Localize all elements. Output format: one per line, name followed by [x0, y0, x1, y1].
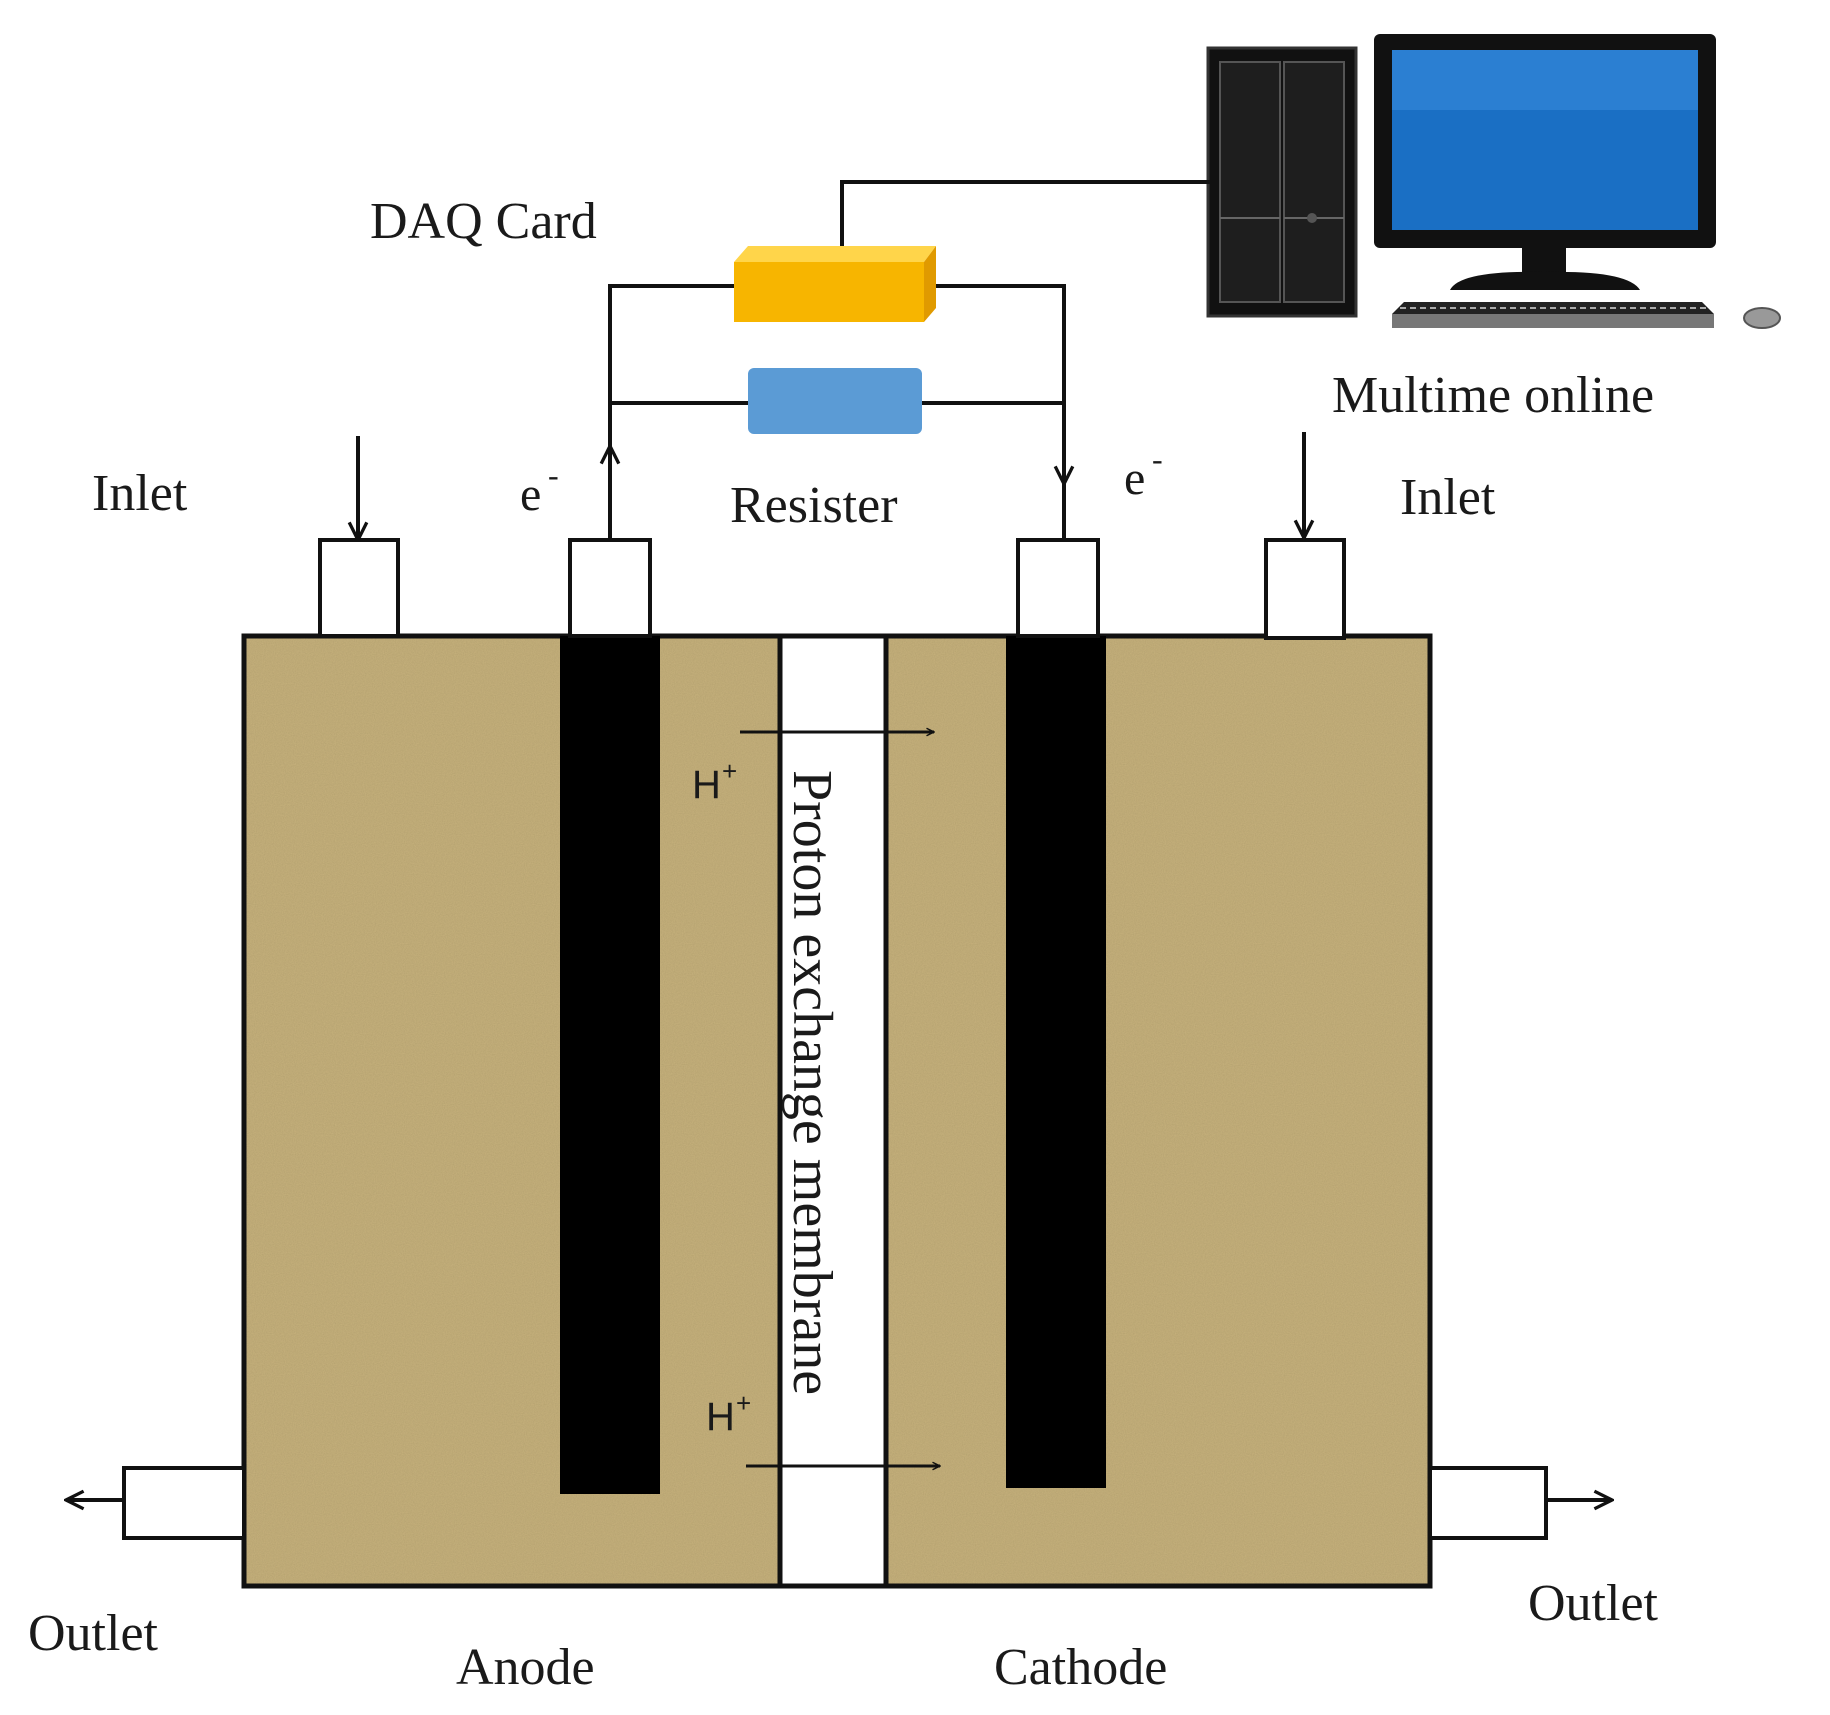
electron-symbol: e [1124, 452, 1145, 505]
proton-charge: + [736, 1388, 751, 1418]
cathode-label: Cathode [994, 1639, 1167, 1696]
multime-online-label: Multime online [1332, 367, 1654, 424]
resistor [748, 368, 922, 434]
outlet-label-right: Outlet [1528, 1575, 1659, 1632]
inlet-port-left [318, 538, 400, 638]
inlet-port-right [1264, 538, 1346, 640]
tower-case [1206, 46, 1358, 318]
daq-card-box [734, 246, 936, 322]
electron-charge: - [1152, 441, 1163, 477]
electron-symbol: e [520, 468, 541, 521]
cell-outline [241, 633, 1433, 1589]
cathode-electrode [1006, 636, 1106, 1488]
inlet-label-left: Inlet [92, 465, 188, 522]
proton-symbol: H [692, 763, 721, 807]
membrane-label: Proton exchange membrane [781, 770, 843, 1395]
daq-card-label: DAQ Card [370, 193, 597, 250]
mouse [1743, 307, 1781, 329]
electron-label-right: e - [1124, 441, 1163, 505]
outlet-port-right [1428, 1466, 1548, 1540]
anode-label: Anode [456, 1639, 595, 1696]
anode-chamber [244, 636, 780, 1586]
proton-label-top: H + [692, 756, 737, 807]
proton-exchange-membrane [780, 636, 886, 1586]
outlet-port-left [122, 1466, 246, 1540]
electron-label-left: e - [520, 457, 559, 521]
computer [1206, 34, 1781, 329]
cathode-chamber [886, 636, 1430, 1586]
inlet-label-right: Inlet [1400, 469, 1496, 526]
anode-electrode [560, 636, 660, 1494]
monitor [1374, 34, 1716, 290]
outlet-label-left: Outlet [28, 1605, 159, 1662]
anode-terminal [568, 538, 652, 638]
cathode-terminal [1016, 538, 1100, 638]
electron-charge: - [548, 457, 559, 493]
proton-charge: + [722, 756, 737, 786]
circuit-wires [608, 180, 1210, 540]
keyboard [1392, 302, 1714, 328]
resister-label: Resister [730, 477, 898, 534]
proton-symbol: H [706, 1395, 735, 1439]
proton-label-bottom: H + [706, 1388, 751, 1439]
